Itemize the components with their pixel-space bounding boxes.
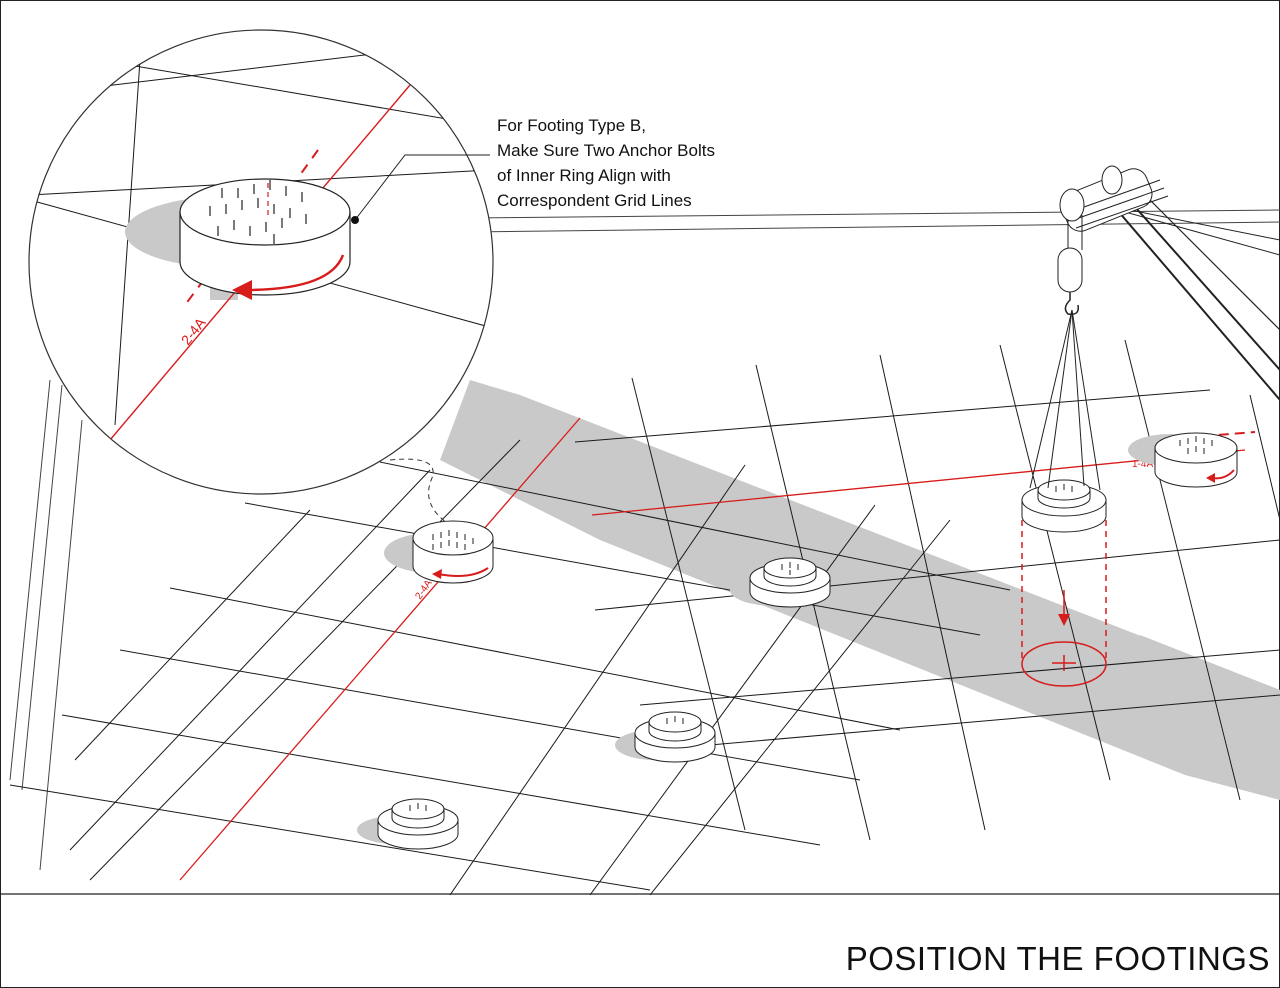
callout-line-2: Make Sure Two Anchor Bolts — [497, 141, 715, 160]
footing-type-a-lower — [615, 711, 716, 763]
footing-type-b-left — [384, 520, 494, 584]
detail-leader — [389, 458, 451, 526]
rotation-arrow-icon — [244, 254, 345, 292]
shadow-band — [440, 380, 1280, 800]
footing-type-a-center — [730, 557, 831, 608]
rotation-arrow-icon — [437, 567, 489, 577]
placement-guide — [1021, 520, 1107, 687]
footing-type-b-right — [1128, 432, 1238, 488]
callout-line-4: Correspondent Grid Lines — [497, 191, 692, 210]
callout-line-1: For Footing Type B, — [497, 116, 646, 135]
detail-magnifier: 2-4A — [28, 29, 494, 495]
anchor-bolts-icon — [209, 180, 307, 244]
footing-suspended — [1021, 479, 1107, 533]
anchor-bolts-icon — [432, 530, 474, 550]
callout-leader — [354, 154, 490, 221]
sheet-title: POSITION THE FOOTINGS — [845, 940, 1270, 977]
callout-line-3: of Inner Ring Align with — [497, 166, 671, 185]
slab-edge — [9, 209, 1280, 871]
grid-label-1-4a: 1-4A — [1132, 459, 1153, 470]
grid-lines — [9, 339, 1280, 896]
shadow-band-tip — [1130, 635, 1280, 715]
callout-note: For Footing Type B, Make Sure Two Anchor… — [497, 113, 797, 213]
down-arrow-icon — [1058, 614, 1070, 626]
callout-dot — [351, 216, 359, 224]
crane-hook-icon — [1029, 165, 1280, 491]
footing-type-a-bottom — [357, 798, 459, 850]
